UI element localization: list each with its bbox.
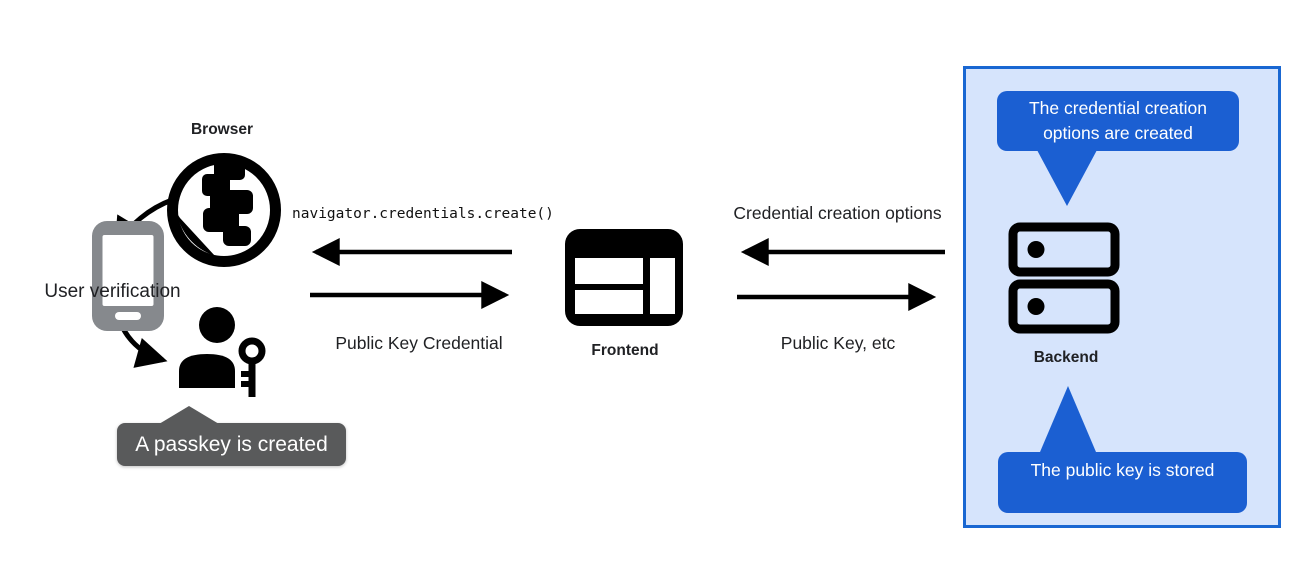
navigator-create-call-label: navigator.credentials.create() — [292, 206, 554, 222]
browser-window-icon — [565, 229, 683, 326]
callout-tail-icon — [1037, 150, 1097, 206]
backend-label: Backend — [1033, 349, 1099, 366]
callout-tail-icon — [1040, 386, 1096, 452]
public-key-credential-label: Public Key Credential — [335, 333, 503, 353]
passkey-created-text: A passkey is created — [135, 433, 328, 456]
passkey-created-tooltip: A passkey is created — [117, 406, 346, 466]
smartphone-icon — [92, 221, 164, 331]
public-key-stored-callout-text: The public key is stored — [1030, 460, 1215, 480]
public-key-etc-label: Public Key, etc — [780, 333, 896, 353]
frontend-label: Frontend — [591, 342, 659, 359]
browser-label: Browser — [190, 121, 254, 138]
credential-options-callout: The credential creation options are crea… — [997, 91, 1239, 206]
public-key-stored-callout: The public key is stored — [998, 386, 1247, 513]
tooltip-tail-icon — [159, 406, 219, 424]
globe-icon — [167, 153, 281, 267]
user-verification-label: User verification — [44, 281, 181, 302]
credential-options-callout-text: The credential creation options are crea… — [1028, 98, 1208, 143]
credential-creation-options-label: Credential creation options — [733, 203, 942, 223]
server-stack-icon — [1008, 222, 1120, 334]
user-with-key-icon — [179, 307, 266, 397]
